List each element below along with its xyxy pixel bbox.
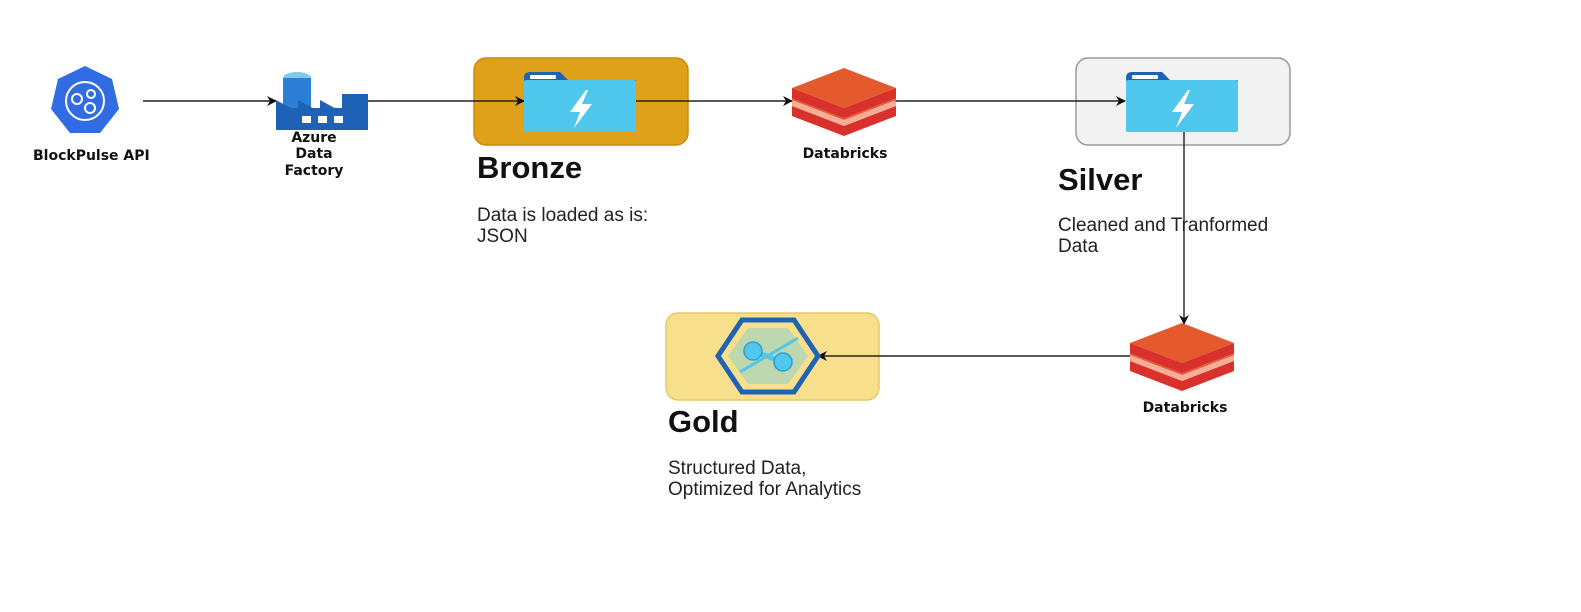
adf-label-line-2: Data <box>295 146 332 162</box>
silver-desc-line-2: Data <box>1058 236 1099 257</box>
silver-storage-icon[interactable] <box>1126 72 1238 132</box>
databricks-icon[interactable] <box>1130 323 1234 391</box>
api-label: BlockPulse API <box>33 148 150 164</box>
adf-label-line-1: Azure <box>291 130 336 146</box>
gold-desc-line-1: Structured Data, <box>668 458 806 479</box>
silver-desc-line-1: Cleaned and Tranformed <box>1058 215 1268 236</box>
synapse-analytics-icon[interactable] <box>714 317 822 395</box>
azure-data-factory-icon[interactable] <box>276 72 368 130</box>
gold-title: Gold <box>668 404 739 439</box>
gold-desc-line-2: Optimized for Analytics <box>668 479 861 500</box>
databricks-2-label: Databricks <box>1143 400 1228 416</box>
bronze-storage-icon[interactable] <box>524 72 636 132</box>
adf-label-line-3: Factory <box>285 163 344 179</box>
bronze-desc-line-2: JSON <box>477 226 528 247</box>
databricks-icon[interactable] <box>792 68 896 136</box>
databricks-1-label: Databricks <box>803 146 888 162</box>
silver-title: Silver <box>1058 162 1142 197</box>
kubernetes-api-icon[interactable] <box>51 66 119 133</box>
bronze-desc-line-1: Data is loaded as is: <box>477 205 648 226</box>
bronze-title: Bronze <box>477 150 582 185</box>
